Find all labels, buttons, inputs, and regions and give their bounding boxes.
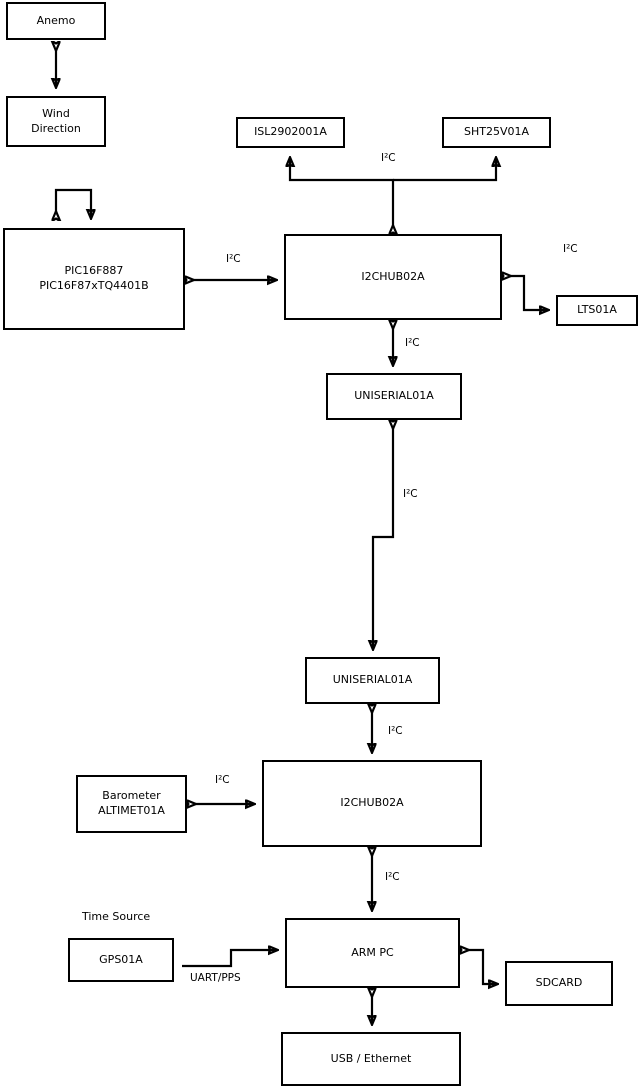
edge-label-i2c-uniser-hub2: I²C xyxy=(388,725,403,737)
node-sht25v01a[interactable]: SHT25V01A xyxy=(442,117,551,148)
wire-winddir-pic xyxy=(56,188,91,218)
node-arm-pc-label: ARM PC xyxy=(351,945,394,959)
node-i2chub02a-bottom[interactable]: I2CHUB02A xyxy=(262,760,482,847)
node-uniserial01a-bottom-label: UNISERIAL01A xyxy=(332,673,413,687)
edge-label-uart-pps: UART/PPS xyxy=(190,972,241,984)
node-pic-label2: PIC16F87xTQ4401B xyxy=(39,279,149,292)
node-barometer-label: Barometer xyxy=(102,789,161,803)
node-uniserial01a-top[interactable]: UNISERIAL01A xyxy=(326,373,462,420)
node-sdcard-label: SDCARD xyxy=(535,976,583,990)
node-i2chub02a-top-label: I2CHUB02A xyxy=(361,269,425,283)
node-lts01a-label: LTS01A xyxy=(577,303,617,317)
wire-uniser-link xyxy=(373,428,393,649)
edge-label-i2c-hub-armpc: I²C xyxy=(385,871,400,883)
node-isl2902001a-label: ISL2902001A xyxy=(254,125,327,139)
node-uniserial01a-top-label: UNISERIAL01A xyxy=(354,389,434,403)
node-pic-label: PIC16F887 xyxy=(64,264,124,278)
node-wind-direction[interactable]: Wind Direction xyxy=(6,96,106,147)
wire-armpc-sdcard xyxy=(468,950,497,984)
node-usb-ethernet[interactable]: USB / Ethernet xyxy=(281,1032,461,1086)
node-barometer[interactable]: Barometer ALTIMET01A xyxy=(76,775,187,833)
node-wind-direction-label2: Direction xyxy=(31,121,81,135)
node-usb-ethernet-label: USB / Ethernet xyxy=(330,1051,412,1065)
node-sht25v01a-label: SHT25V01A xyxy=(463,125,530,139)
edge-label-i2c-sensors-top: I²C xyxy=(381,152,396,164)
node-anemo-label: Anemo xyxy=(36,13,76,27)
node-anemo[interactable]: Anemo xyxy=(6,2,106,40)
node-i2chub02a-bottom-label: I2CHUB02A xyxy=(340,796,404,810)
edge-label-i2c-barometer: I²C xyxy=(215,774,230,786)
node-i2chub02a-top[interactable]: I2CHUB02A xyxy=(284,234,502,320)
wire-hubtop-lts xyxy=(510,276,548,310)
node-gps01a-label: GPS01A xyxy=(99,952,143,966)
node-lts01a[interactable]: LTS01A xyxy=(556,295,638,326)
node-sdcard[interactable]: SDCARD xyxy=(505,961,613,1006)
node-barometer-label2: ALTIMET01A xyxy=(98,804,165,817)
node-gps01a[interactable]: GPS01A xyxy=(68,938,174,982)
label-time-source: Time Source xyxy=(82,910,151,923)
node-arm-pc[interactable]: ARM PC xyxy=(285,918,460,988)
node-isl2902001a[interactable]: ISL2902001A xyxy=(236,117,345,148)
edge-label-i2c-lts: I²C xyxy=(563,243,578,255)
edge-label-i2c-uniser-link: I²C xyxy=(403,488,418,500)
wire-hubtop-sensors xyxy=(290,158,393,226)
wire-gps-armpc xyxy=(182,950,277,968)
wire-bus-to-sht xyxy=(393,158,496,182)
node-uniserial01a-bottom[interactable]: UNISERIAL01A xyxy=(305,657,440,704)
edge-label-i2c-pic-hub: I²C xyxy=(226,253,241,265)
edge-label-i2c-hub-uniser: I²C xyxy=(405,337,420,349)
node-wind-direction-label: Wind xyxy=(42,106,70,120)
node-pic[interactable]: PIC16F887 PIC16F87xTQ4401B xyxy=(3,228,185,330)
